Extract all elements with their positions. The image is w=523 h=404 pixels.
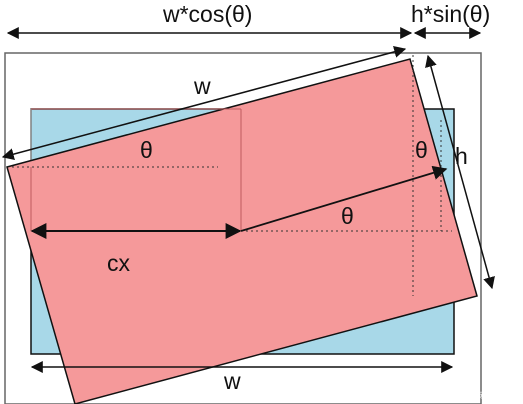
- label-wcos: w*cos(θ): [162, 1, 252, 27]
- label-theta-upper-left: θ: [140, 137, 153, 163]
- label-w-rotated: w: [193, 73, 211, 99]
- label-theta-center: θ: [341, 203, 354, 229]
- label-hsin: h*sin(θ): [411, 1, 490, 27]
- dimension-arrow-w-rotated: [1, 46, 407, 160]
- watermark: CSDN @有志者事竟成1019: [395, 389, 510, 401]
- label-cx: cx: [107, 250, 131, 276]
- label-h-rotated: h: [455, 143, 468, 169]
- label-theta-right: θ: [415, 137, 428, 163]
- label-w-bottom: w: [223, 368, 241, 394]
- center-rotated-arrow: [240, 165, 448, 232]
- dimension-arrow-h-rotated: [425, 54, 495, 290]
